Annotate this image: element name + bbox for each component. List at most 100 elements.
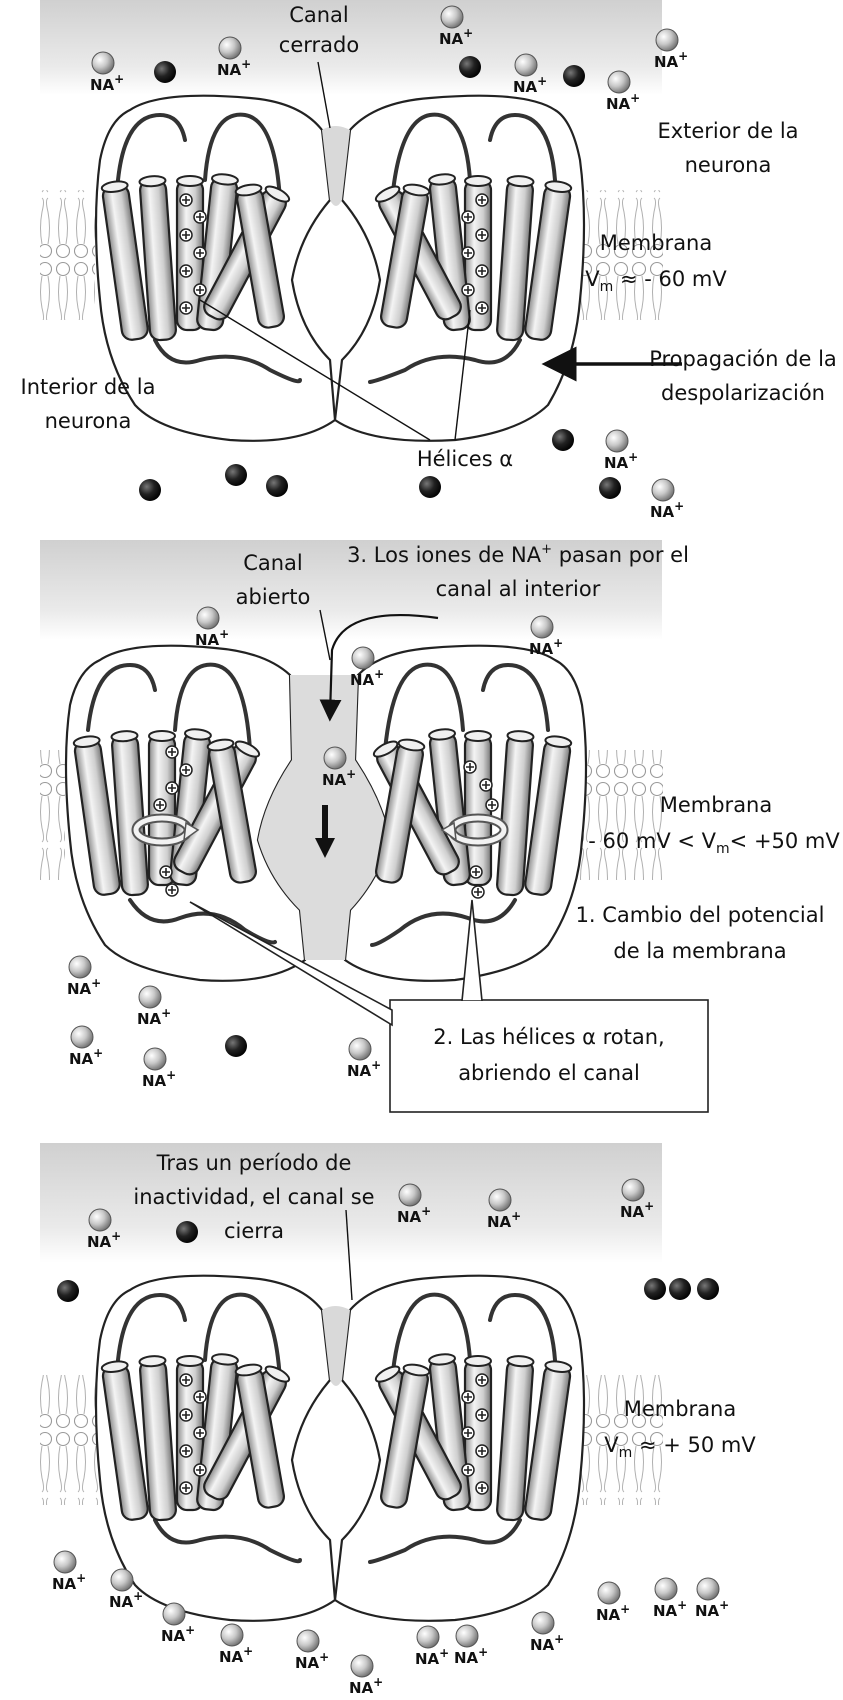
helix (428, 1353, 471, 1512)
plus-charge (193, 210, 207, 224)
sodium-ion-label: NA+ (650, 499, 684, 521)
plus-charge (479, 778, 493, 792)
helix (428, 173, 471, 332)
sodium-ion: NA+ (695, 1577, 729, 1620)
anion (669, 1278, 691, 1300)
helix (380, 183, 431, 329)
plus-charge (193, 283, 207, 297)
label-vm-3: Vm ≈ + 50 mV (604, 1433, 756, 1461)
anion (459, 56, 481, 78)
label-tras-3: cierra (224, 1219, 284, 1243)
label-interior-1: Interior de la (21, 375, 156, 399)
channel-pore-inactive (322, 1306, 350, 1386)
loop-right-top (481, 662, 550, 732)
leader-tras-inactividad (345, 1209, 353, 1301)
plus-charge (461, 283, 475, 297)
sodium-ion-label: NA+ (654, 49, 688, 71)
label-canal-abierto-1: Canal (243, 551, 303, 575)
loop-left-mid (203, 1292, 282, 1382)
plus-charge (461, 210, 475, 224)
label-exterior-2: neurona (685, 153, 772, 177)
leader-helices-left (199, 299, 431, 441)
sodium-ion-label: NA+ (415, 1646, 449, 1668)
sodium-ion-label: NA+ (653, 1598, 687, 1620)
panel-open-channel: Canal abierto 3. Los iones de NA+ pasan … (40, 540, 840, 1113)
label-vm-2: - 60 mV < Vm< +50 mV (588, 829, 840, 857)
anion (552, 429, 574, 451)
plus-charge (463, 760, 477, 774)
label-membrana-1: Membrana (600, 231, 713, 255)
helix (138, 175, 177, 342)
loop-left-top (86, 662, 157, 732)
sodium-ion: NA+ (439, 5, 473, 48)
sodium-ion-label: NA+ (606, 91, 640, 113)
label-helices-alfa: Hélices α (417, 447, 513, 471)
anion (225, 464, 247, 486)
sodium-ion-label: NA+ (530, 1632, 564, 1654)
loop-left-top (116, 112, 187, 182)
anion (57, 1280, 79, 1302)
leader-canal-cerrado (317, 61, 331, 129)
loop-right-top (488, 1292, 557, 1362)
plus-charge (475, 228, 489, 242)
sodium-ion: NA+ (653, 1577, 687, 1620)
plus-charge (475, 193, 489, 207)
loop-left-mid (173, 662, 252, 752)
sodium-ion-label: NA+ (350, 667, 384, 689)
ion-flow-arrow (319, 614, 439, 722)
anion (697, 1278, 719, 1300)
plus-charge (179, 1408, 193, 1422)
label-canal-abierto-2: abierto (236, 585, 311, 609)
loop-right-mid (390, 1292, 472, 1382)
plus-charge (461, 246, 475, 260)
sodium-ion-label: NA+ (109, 1589, 143, 1611)
sodium-ion: NA+ (52, 1550, 86, 1593)
label-tras-2: inactividad, el canal se (133, 1185, 374, 1209)
panel-inactivated-channel: Tras un período de inactividad, el canal… (40, 1143, 756, 1622)
panel-closed-channel: Canal cerrado Exterior de la neurona Mem… (21, 0, 837, 471)
positive-charges-right (461, 193, 489, 315)
sodium-ion: NA+ (69, 1025, 103, 1068)
plus-charge (165, 745, 179, 759)
sodium-ion-label: NA+ (604, 450, 638, 472)
sodium-ion: NA+ (454, 1624, 488, 1667)
helix (138, 1355, 177, 1522)
sodium-ion: NA+ (596, 1581, 630, 1624)
anion (154, 61, 176, 83)
label-canal-cerrado-2: cerrado (279, 33, 359, 57)
label-step3-1: 3. Los iones de NA+ pasan por el (347, 542, 689, 567)
loop-left-top (116, 1292, 187, 1362)
plus-charge (179, 264, 193, 278)
positive-charges-left (153, 745, 193, 897)
plus-charge (461, 1463, 475, 1477)
plus-charge (461, 1426, 475, 1440)
sodium-ion-label: NA+ (439, 26, 473, 48)
sodium-ion-label: NA+ (695, 1598, 729, 1620)
plus-charge (475, 1373, 489, 1387)
sodium-ion-label: NA+ (397, 1204, 431, 1226)
sodium-ion: NA+ (109, 1568, 143, 1611)
loop-left-bottom (153, 338, 302, 384)
sodium-ion: NA+ (295, 1629, 329, 1672)
sodium-ion-label: NA+ (529, 636, 563, 658)
sodium-ion-label: NA+ (596, 1602, 630, 1624)
rotation-arrow-left-icon (131, 813, 200, 847)
sodium-ion: NA+ (161, 1602, 195, 1645)
plus-charge (193, 1463, 207, 1477)
sodium-ion: NA+ (67, 955, 101, 998)
sodium-ion-label: NA+ (161, 1623, 195, 1645)
plus-charge (159, 865, 173, 879)
sodium-ion: NA+ (142, 1047, 176, 1090)
sodium-ion-label: NA+ (322, 767, 356, 789)
sodium-ion: NA+ (530, 1611, 564, 1654)
positive-charges-right (461, 1373, 489, 1495)
lipid-bilayer-left (40, 750, 65, 880)
sodium-ion-label: NA+ (52, 1571, 86, 1593)
label-vm-1: Vm ≈ - 60 mV (585, 267, 727, 295)
leader-canal-abierto (319, 609, 331, 661)
label-membrana-2: Membrana (660, 793, 773, 817)
sodium-ion-label: NA+ (513, 74, 547, 96)
callout-box-step2 (389, 999, 709, 1113)
anion (599, 477, 621, 499)
loop-right-top (488, 112, 557, 182)
